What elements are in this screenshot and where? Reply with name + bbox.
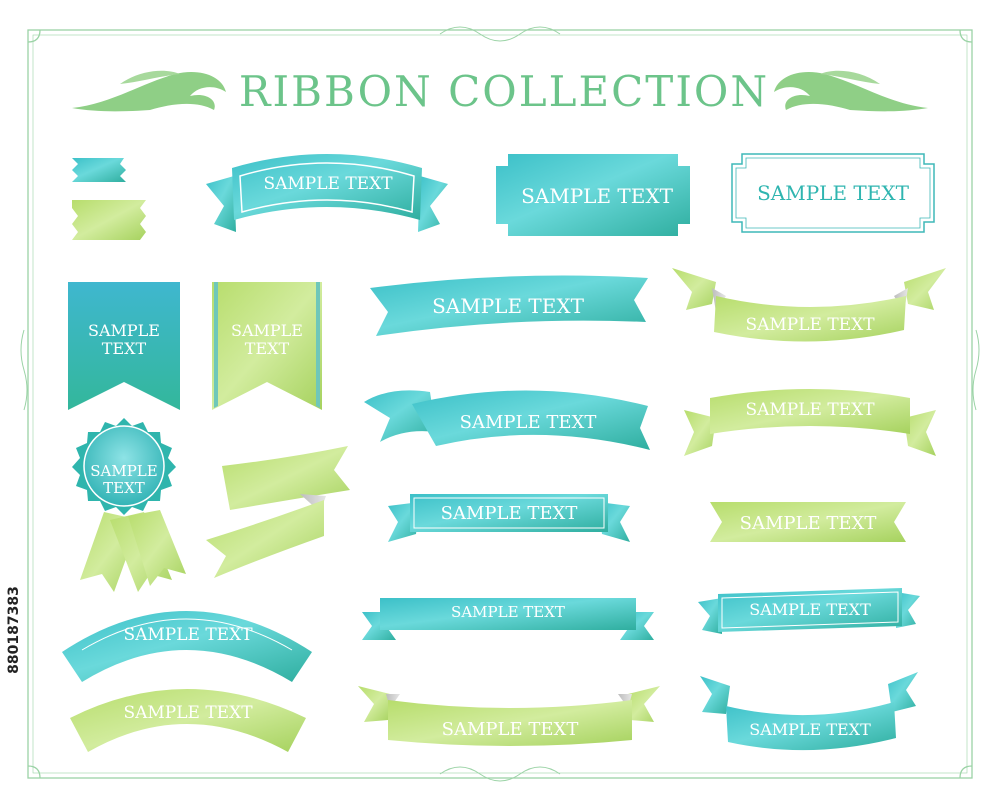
tape-lime [72,200,146,240]
ribbon-banner-teal-6: SAMPLE TEXT [700,672,918,751]
ribbon-arc-teal: SAMPLE TEXT [62,611,312,682]
ribbon-banner-teal-5: SAMPLE TEXT [698,588,920,634]
ribbon-folded-lime [206,446,350,578]
flag-lime-line1: SAMPLE [231,321,303,340]
decorative-frame [20,26,980,782]
ribbon-banner-lime-1: SAMPLE TEXT [672,268,946,342]
ribbon-arc-lime-label: SAMPLE TEXT [123,703,253,723]
ribbon-arc-lime: SAMPLE TEXT [70,689,306,752]
ribbon-banner-lime-4-label: SAMPLE TEXT [442,719,579,740]
tape-teal [72,158,126,182]
plaque-teal: SAMPLE TEXT [496,154,690,236]
ribbon-banner-lime-3: SAMPLE TEXT [710,502,906,542]
ribbon-banner-teal-5-label: SAMPLE TEXT [749,600,871,619]
ribbon-banner-lime-3-label: SAMPLE TEXT [740,513,877,534]
rosette-badge: SAMPLE TEXT [72,418,186,592]
flag-teal-line1: SAMPLE [88,321,160,340]
ribbon-banner-lime-2-label: SAMPLE TEXT [745,400,875,420]
rosette-line1: SAMPLE [90,462,157,480]
flag-lime-line2: TEXT [245,339,290,358]
ribbon-banner-teal-6-label: SAMPLE TEXT [749,720,871,739]
flag-lime: SAMPLE TEXT [212,282,322,410]
ribbon-arch-top: SAMPLE TEXT [206,154,448,232]
ribbon-banner-teal-4: SAMPLE TEXT [362,598,654,640]
ribbon-banner-lime-2: SAMPLE TEXT [684,389,936,456]
ribbon-banner-lime-4: SAMPLE TEXT [358,686,660,746]
stock-id: 880187383 [6,586,22,674]
ribbon-arc-teal-label: SAMPLE TEXT [123,625,253,645]
ribbon-banner-teal-1-label: SAMPLE TEXT [432,294,584,318]
flag-teal-line2: TEXT [102,339,147,358]
plaque-teal-label: SAMPLE TEXT [521,184,673,208]
ribbon-banner-teal-2-label: SAMPLE TEXT [460,412,597,433]
ribbon-banner-teal-2: SAMPLE TEXT [364,390,650,450]
ribbon-arch-top-label: SAMPLE TEXT [263,174,393,194]
ribbon-banner-teal-1: SAMPLE TEXT [370,275,648,336]
ribbon-banner-lime-1-label: SAMPLE TEXT [745,315,875,335]
title-flourish-left [72,70,226,112]
plaque-outline: SAMPLE TEXT [731,153,935,233]
page-title: RIBBON COLLECTION [239,67,769,116]
rosette-line2: TEXT [103,479,145,497]
ribbon-banner-teal-4-label: SAMPLE TEXT [451,603,565,621]
ribbon-banner-teal-3-label: SAMPLE TEXT [441,503,578,524]
plaque-outline-label: SAMPLE TEXT [757,181,909,205]
flag-teal: SAMPLE TEXT [68,282,180,410]
ribbon-banner-teal-3: SAMPLE TEXT [388,494,630,542]
title-flourish-right [774,70,928,112]
